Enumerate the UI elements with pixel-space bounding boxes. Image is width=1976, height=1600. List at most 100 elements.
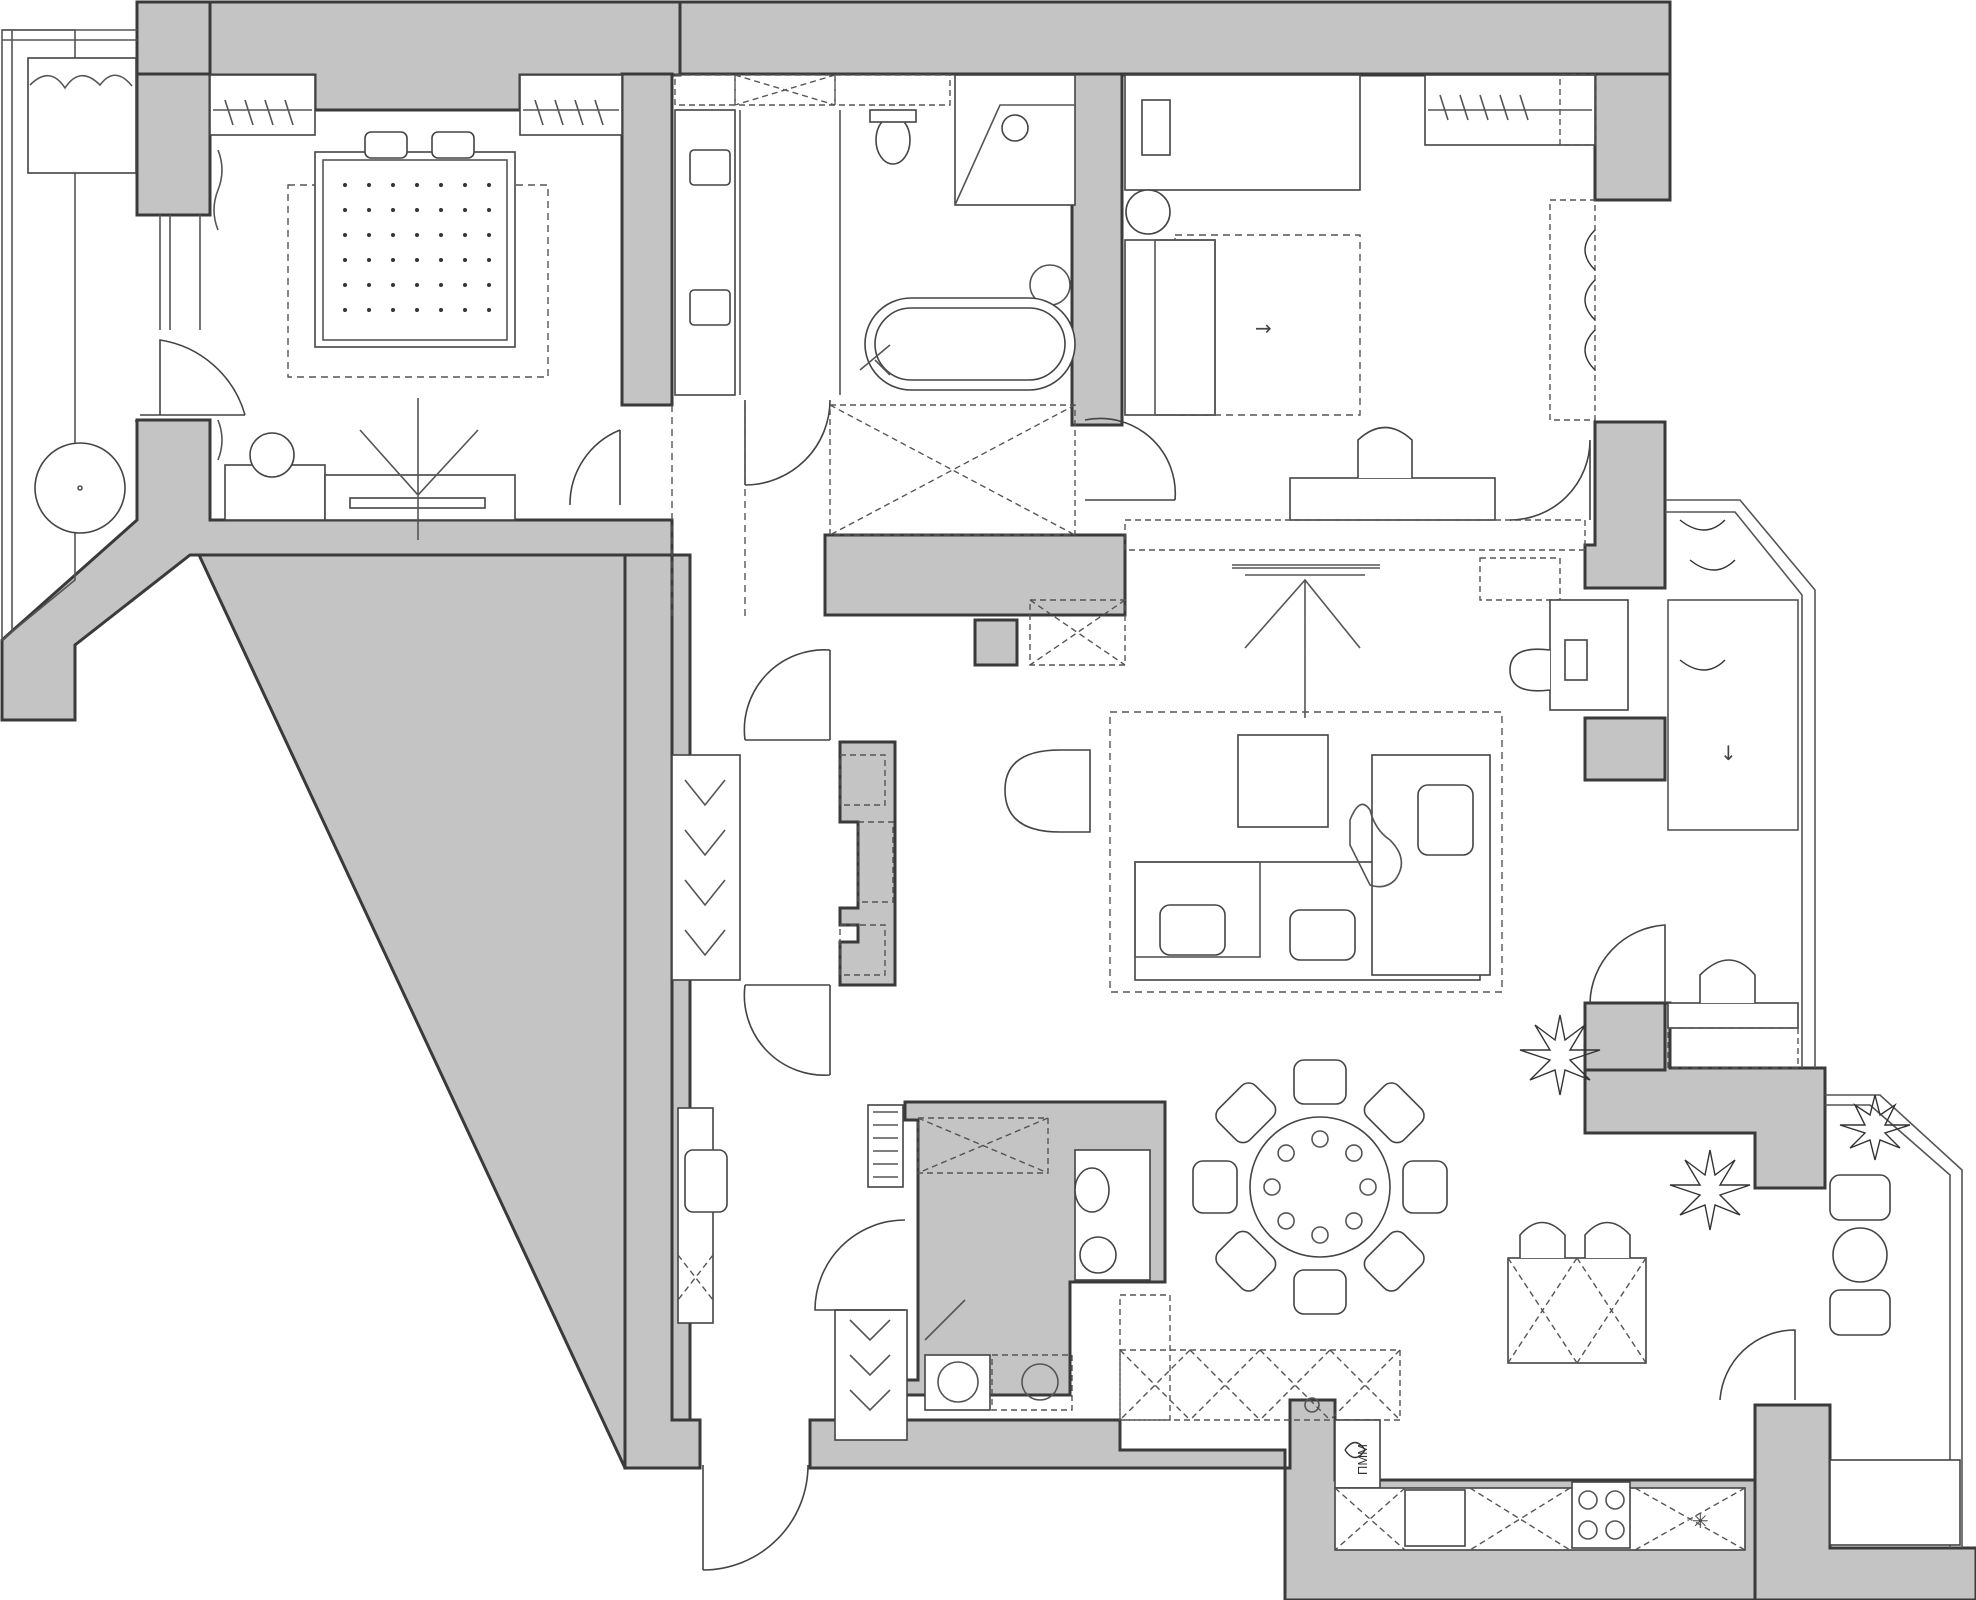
loggia-right-outline — [1665, 499, 1816, 1068]
hall-closet — [829, 404, 1177, 536]
bedroom2-sofa-seat — [1154, 239, 1216, 416]
wc-shelf — [917, 1117, 1049, 1174]
bedroom-stool — [249, 432, 295, 478]
living-tv-view-lines — [1244, 578, 1361, 718]
pillow-left — [364, 131, 408, 159]
bedroom2-door — [1509, 439, 1591, 521]
bedroom-door — [140, 339, 246, 416]
bedroom2-sofa — [1124, 239, 1216, 416]
sofa-pillow-1 — [1159, 904, 1226, 956]
wall-left-diagonal — [134, 420, 692, 1470]
quilt-dot — [367, 283, 371, 287]
hob-burner-4 — [1605, 1520, 1625, 1540]
hall-shelf-hatch — [873, 1111, 898, 1178]
quilt-dot — [343, 183, 347, 187]
hall-shelf — [867, 1104, 904, 1188]
coffee-table — [1237, 734, 1329, 828]
balcony-left-pillows — [29, 74, 133, 90]
dining-area — [1192, 1059, 1751, 1364]
dining-plate — [1345, 1212, 1363, 1230]
dining-chair — [1363, 1230, 1425, 1292]
kitchen-counter-left — [1119, 1349, 1401, 1421]
wall-bedroom-bottom — [0, 418, 674, 722]
kitchen-balcony-outline — [1825, 1094, 1963, 1548]
wall-right-mid — [1583, 420, 1667, 590]
plant-balcony — [1839, 1094, 1911, 1161]
balcony-left-round-table — [34, 442, 126, 534]
wardrobe-bedroom-left-hatch — [213, 99, 312, 126]
bedroom2-pillow-shelf — [1549, 199, 1596, 421]
shoe-cabinet-hatch — [849, 1319, 891, 1412]
living-room — [671, 557, 1629, 1096]
wardrobe-bedroom-right-hatch — [523, 99, 619, 126]
laptop — [1564, 639, 1588, 681]
wardrobe-bedroom-right — [519, 74, 623, 136]
kitchen-counter-x — [1119, 1349, 1401, 1421]
toilet-tank — [869, 109, 917, 123]
quilt-dot — [439, 233, 443, 237]
hob-burner-3 — [1578, 1520, 1598, 1540]
bedroom-window — [159, 215, 201, 330]
quilt-dot — [439, 258, 443, 262]
dryer-drum — [1021, 1363, 1059, 1401]
bar-table-x — [1507, 1257, 1647, 1364]
double-bed — [314, 151, 516, 348]
wall-right-small — [1583, 716, 1667, 782]
balcony-left-table-center — [77, 485, 83, 491]
quilt-dot — [391, 308, 395, 312]
hob-burner-1 — [1578, 1490, 1598, 1510]
living-armchair — [1004, 749, 1091, 833]
quilt-dot — [463, 233, 467, 237]
bath-shelf-3 — [834, 74, 951, 106]
quilt-dot — [415, 308, 419, 312]
kitchen-balcony-door — [1719, 1329, 1796, 1401]
bar-stool-1 — [1519, 1221, 1566, 1258]
sofa-seat-left — [1134, 861, 1261, 958]
sink-top — [689, 149, 731, 186]
sofa-pillow-2 — [1289, 909, 1356, 961]
dining-chair — [1363, 1082, 1425, 1144]
bedroom-rug — [287, 184, 549, 378]
balcony-left-top — [2, 29, 137, 41]
dining-chair — [1215, 1230, 1277, 1292]
bath-door — [744, 399, 831, 486]
living-pillar-shelf-1 — [839, 754, 886, 806]
dining-plate — [1263, 1178, 1281, 1196]
wc-door — [814, 1219, 906, 1311]
quilt-dot — [367, 208, 371, 212]
quilt-dot — [487, 258, 491, 262]
dining-chairs — [1192, 1059, 1448, 1315]
loggia-pillows — [1679, 519, 1736, 671]
bar-table — [1507, 1257, 1647, 1364]
wall-left-pillar — [135, 72, 212, 217]
washing-machine — [924, 1354, 991, 1411]
hall-cabinet — [677, 1107, 714, 1324]
quilt-dot — [343, 258, 347, 262]
loggia-shelf — [1667, 1027, 1799, 1069]
living-shelf-x — [1029, 599, 1126, 666]
living-pillar-shelf-3 — [839, 924, 886, 976]
bedroom2-shelf — [1559, 74, 1596, 146]
wc-shelf-x — [917, 1117, 1049, 1174]
kitchen-sink — [1404, 1489, 1466, 1547]
dining-table — [1249, 1116, 1391, 1258]
corridor-wardrobe-hatch — [684, 779, 726, 957]
quilt-dot — [415, 208, 419, 212]
balcony-round-table — [1832, 1227, 1888, 1283]
wall-bath-block — [823, 533, 1127, 617]
balcony-left-shelf — [27, 57, 137, 174]
quilt-dot — [463, 183, 467, 187]
quilt-dot — [343, 308, 347, 312]
quilt-dot — [487, 183, 491, 187]
bedroom2-chair — [1357, 426, 1413, 478]
bathtub-inner — [874, 307, 1066, 381]
quilt-dot — [415, 283, 419, 287]
washing-machine-drum — [937, 1361, 979, 1403]
bar-stool-2 — [1584, 1221, 1631, 1258]
quilt-dot — [439, 283, 443, 287]
dining-chair — [1293, 1059, 1347, 1105]
hall-closet-box — [829, 404, 1076, 536]
quilt-dot — [463, 258, 467, 262]
dining-chair — [1402, 1160, 1448, 1214]
